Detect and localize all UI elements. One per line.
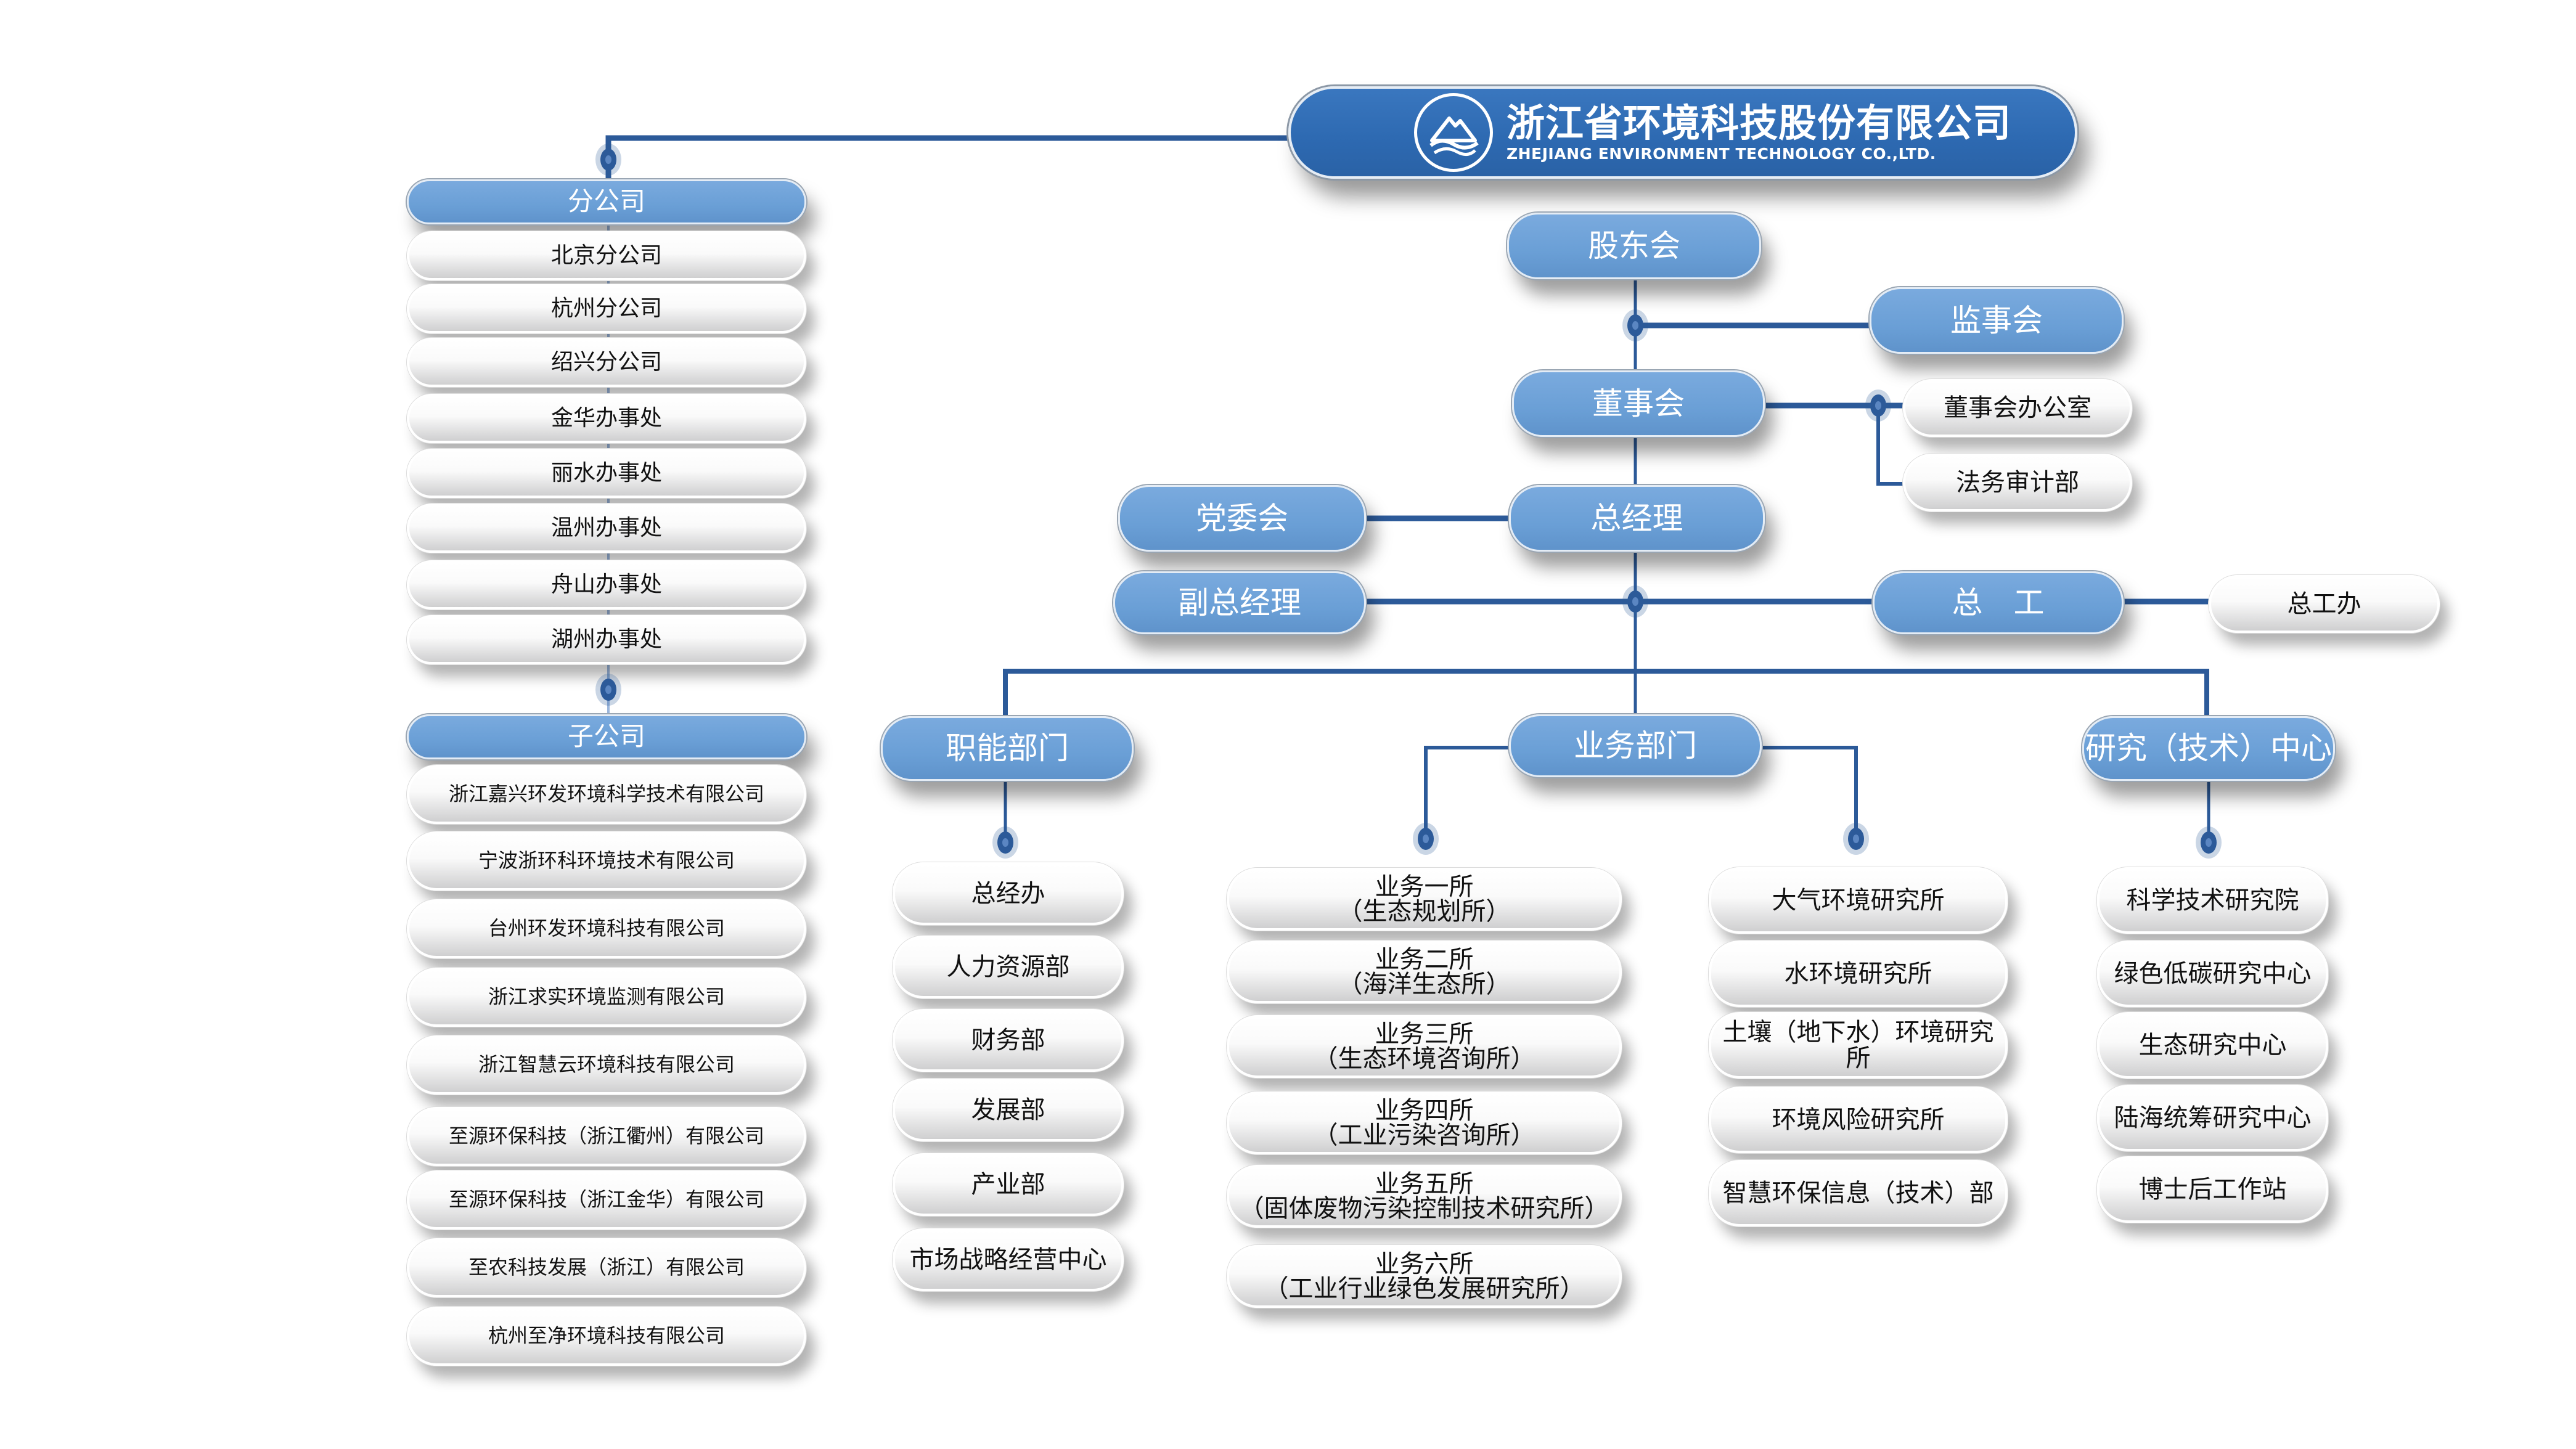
research-center-item[interactable]: 绿色低碳研究中心 <box>2097 941 2328 1007</box>
business-research-unit[interactable]: 大气环境研究所 <box>1709 867 2008 934</box>
business-research-unit[interactable]: 环境风险研究所 <box>1709 1087 2008 1153</box>
board-of-supervisors[interactable]: 监事会 <box>1870 287 2124 354</box>
branch-item[interactable]: 杭州分公司 <box>407 284 806 333</box>
mountain-wave-icon <box>1429 116 1479 156</box>
institute-name: 业务二所 <box>1375 945 1474 974</box>
functional-dept-item[interactable]: 人力资源部 <box>893 936 1124 998</box>
business-institute-item[interactable]: 业务五所（固体废物污染控制技术研究所） <box>1227 1165 1622 1228</box>
research-center-item[interactable]: 生态研究中心 <box>2097 1012 2328 1079</box>
subsidiary-item[interactable]: 至农科技发展（浙江）有限公司 <box>407 1238 806 1297</box>
line-header-branches <box>605 135 1288 179</box>
subsidiaries-header[interactable]: 子公司 <box>407 714 806 759</box>
institute-name: 业务四所 <box>1375 1096 1474 1125</box>
line-bus <box>1003 669 2209 716</box>
functional-dept-item[interactable]: 财务部 <box>893 1009 1124 1072</box>
functional-departments-header[interactable]: 职能部门 <box>881 716 1134 781</box>
chief-engineer[interactable]: 总 工 <box>1873 571 2124 634</box>
functional-dept-item[interactable]: 市场战略经营中心 <box>893 1228 1124 1291</box>
subsidiary-item[interactable]: 至源环保科技（浙江衢州）有限公司 <box>407 1107 806 1166</box>
general-manager[interactable]: 总经理 <box>1509 485 1765 552</box>
branch-item[interactable]: 温州办事处 <box>407 504 806 553</box>
institute-subtitle: （工业行业绿色发展研究所） <box>1264 1275 1585 1303</box>
line-business-left <box>1424 746 1509 839</box>
branch-item[interactable]: 金华办事处 <box>407 394 806 443</box>
subsidiary-item[interactable]: 宁波浙环科环境技术有限公司 <box>407 831 806 891</box>
functional-dept-item[interactable]: 产业部 <box>893 1153 1124 1216</box>
institute-subtitle: （工业污染咨询所） <box>1313 1121 1535 1149</box>
deputy-general-manager[interactable]: 副总经理 <box>1113 571 1366 634</box>
connector-dot <box>997 831 1013 854</box>
business-institute-item[interactable]: 业务一所（生态规划所） <box>1227 868 1622 931</box>
institute-subtitle: （固体废物污染控制技术研究所） <box>1239 1194 1609 1223</box>
line-business-right <box>1762 746 1858 839</box>
connector-dot <box>2201 831 2217 854</box>
connector-dot <box>600 679 616 701</box>
connector-dot <box>1848 828 1864 850</box>
branches-header[interactable]: 分公司 <box>407 179 806 224</box>
business-institute-item[interactable]: 业务六所（工业行业绿色发展研究所） <box>1227 1245 1622 1308</box>
chief-engineer-office[interactable]: 总工办 <box>2209 575 2440 633</box>
connector-dot <box>1627 314 1643 337</box>
institute-name: 业务五所 <box>1375 1170 1474 1198</box>
institute-name: 业务六所 <box>1375 1250 1474 1278</box>
branch-item[interactable]: 舟山办事处 <box>407 560 806 610</box>
line-legal-audit <box>1876 406 1903 486</box>
company-header: 浙江省环境科技股份有限公司 ZHEJIANG ENVIRONMENT TECHN… <box>1288 86 2077 179</box>
research-center-item[interactable]: 科学技术研究院 <box>2097 867 2328 934</box>
subsidiary-item[interactable]: 台州环发环境科技有限公司 <box>407 899 806 958</box>
institute-subtitle: （生态规划所） <box>1338 897 1511 926</box>
subsidiary-item[interactable]: 浙江嘉兴环发环境科学技术有限公司 <box>407 765 806 824</box>
subsidiary-item[interactable]: 至源环保科技（浙江金华）有限公司 <box>407 1170 806 1230</box>
institute-subtitle: （海洋生态所） <box>1338 970 1511 998</box>
connector-dot <box>600 149 616 171</box>
research-center-item[interactable]: 陆海统筹研究中心 <box>2097 1085 2328 1151</box>
connector-dot <box>1418 828 1434 850</box>
institute-name: 业务一所 <box>1375 873 1474 901</box>
subsidiary-item[interactable]: 杭州至净环境科技有限公司 <box>407 1307 806 1366</box>
connector-dot <box>1627 590 1643 613</box>
business-departments-header[interactable]: 业务部门 <box>1509 714 1762 777</box>
company-logo-icon <box>1414 93 1493 172</box>
board-office[interactable]: 董事会办公室 <box>1903 379 2132 437</box>
business-research-unit[interactable]: 土壤（地下水）环境研究所 <box>1709 1012 2008 1079</box>
party-committee[interactable]: 党委会 <box>1118 485 1366 552</box>
functional-dept-item[interactable]: 发展部 <box>893 1079 1124 1141</box>
branch-item[interactable]: 丽水办事处 <box>407 449 806 498</box>
institute-subtitle: （生态环境咨询所） <box>1313 1045 1535 1073</box>
subsidiary-item[interactable]: 浙江智慧云环境科技有限公司 <box>407 1035 806 1095</box>
research-center-header[interactable]: 研究（技术）中心 <box>2082 716 2335 781</box>
institute-name: 业务三所 <box>1375 1020 1474 1048</box>
company-name-cn: 浙江省环境科技股份有限公司 <box>1507 100 2012 146</box>
company-name-en: ZHEJIANG ENVIRONMENT TECHNOLOGY CO.,LTD. <box>1507 144 1936 163</box>
business-institute-item[interactable]: 业务三所（生态环境咨询所） <box>1227 1015 1622 1078</box>
functional-dept-item[interactable]: 总经办 <box>893 862 1124 925</box>
subsidiary-item[interactable]: 浙江求实环境监测有限公司 <box>407 968 806 1027</box>
branch-item[interactable]: 北京分公司 <box>407 231 806 280</box>
legal-audit-dept[interactable]: 法务审计部 <box>1903 454 2132 512</box>
business-institute-item[interactable]: 业务四所（工业污染咨询所） <box>1227 1092 1622 1154</box>
branch-item[interactable]: 湖州办事处 <box>407 615 806 664</box>
business-research-unit[interactable]: 智慧环保信息（技术）部 <box>1709 1160 2008 1227</box>
shareholders-meeting[interactable]: 股东会 <box>1507 213 1761 279</box>
connector-dot <box>1870 394 1886 417</box>
business-institute-item[interactable]: 业务二所（海洋生态所） <box>1227 941 1622 1003</box>
business-research-unit[interactable]: 水环境研究所 <box>1709 941 2008 1007</box>
research-center-item[interactable]: 博士后工作站 <box>2097 1156 2328 1223</box>
board-of-directors[interactable]: 董事会 <box>1512 370 1765 437</box>
branch-item[interactable]: 绍兴分公司 <box>407 338 806 387</box>
